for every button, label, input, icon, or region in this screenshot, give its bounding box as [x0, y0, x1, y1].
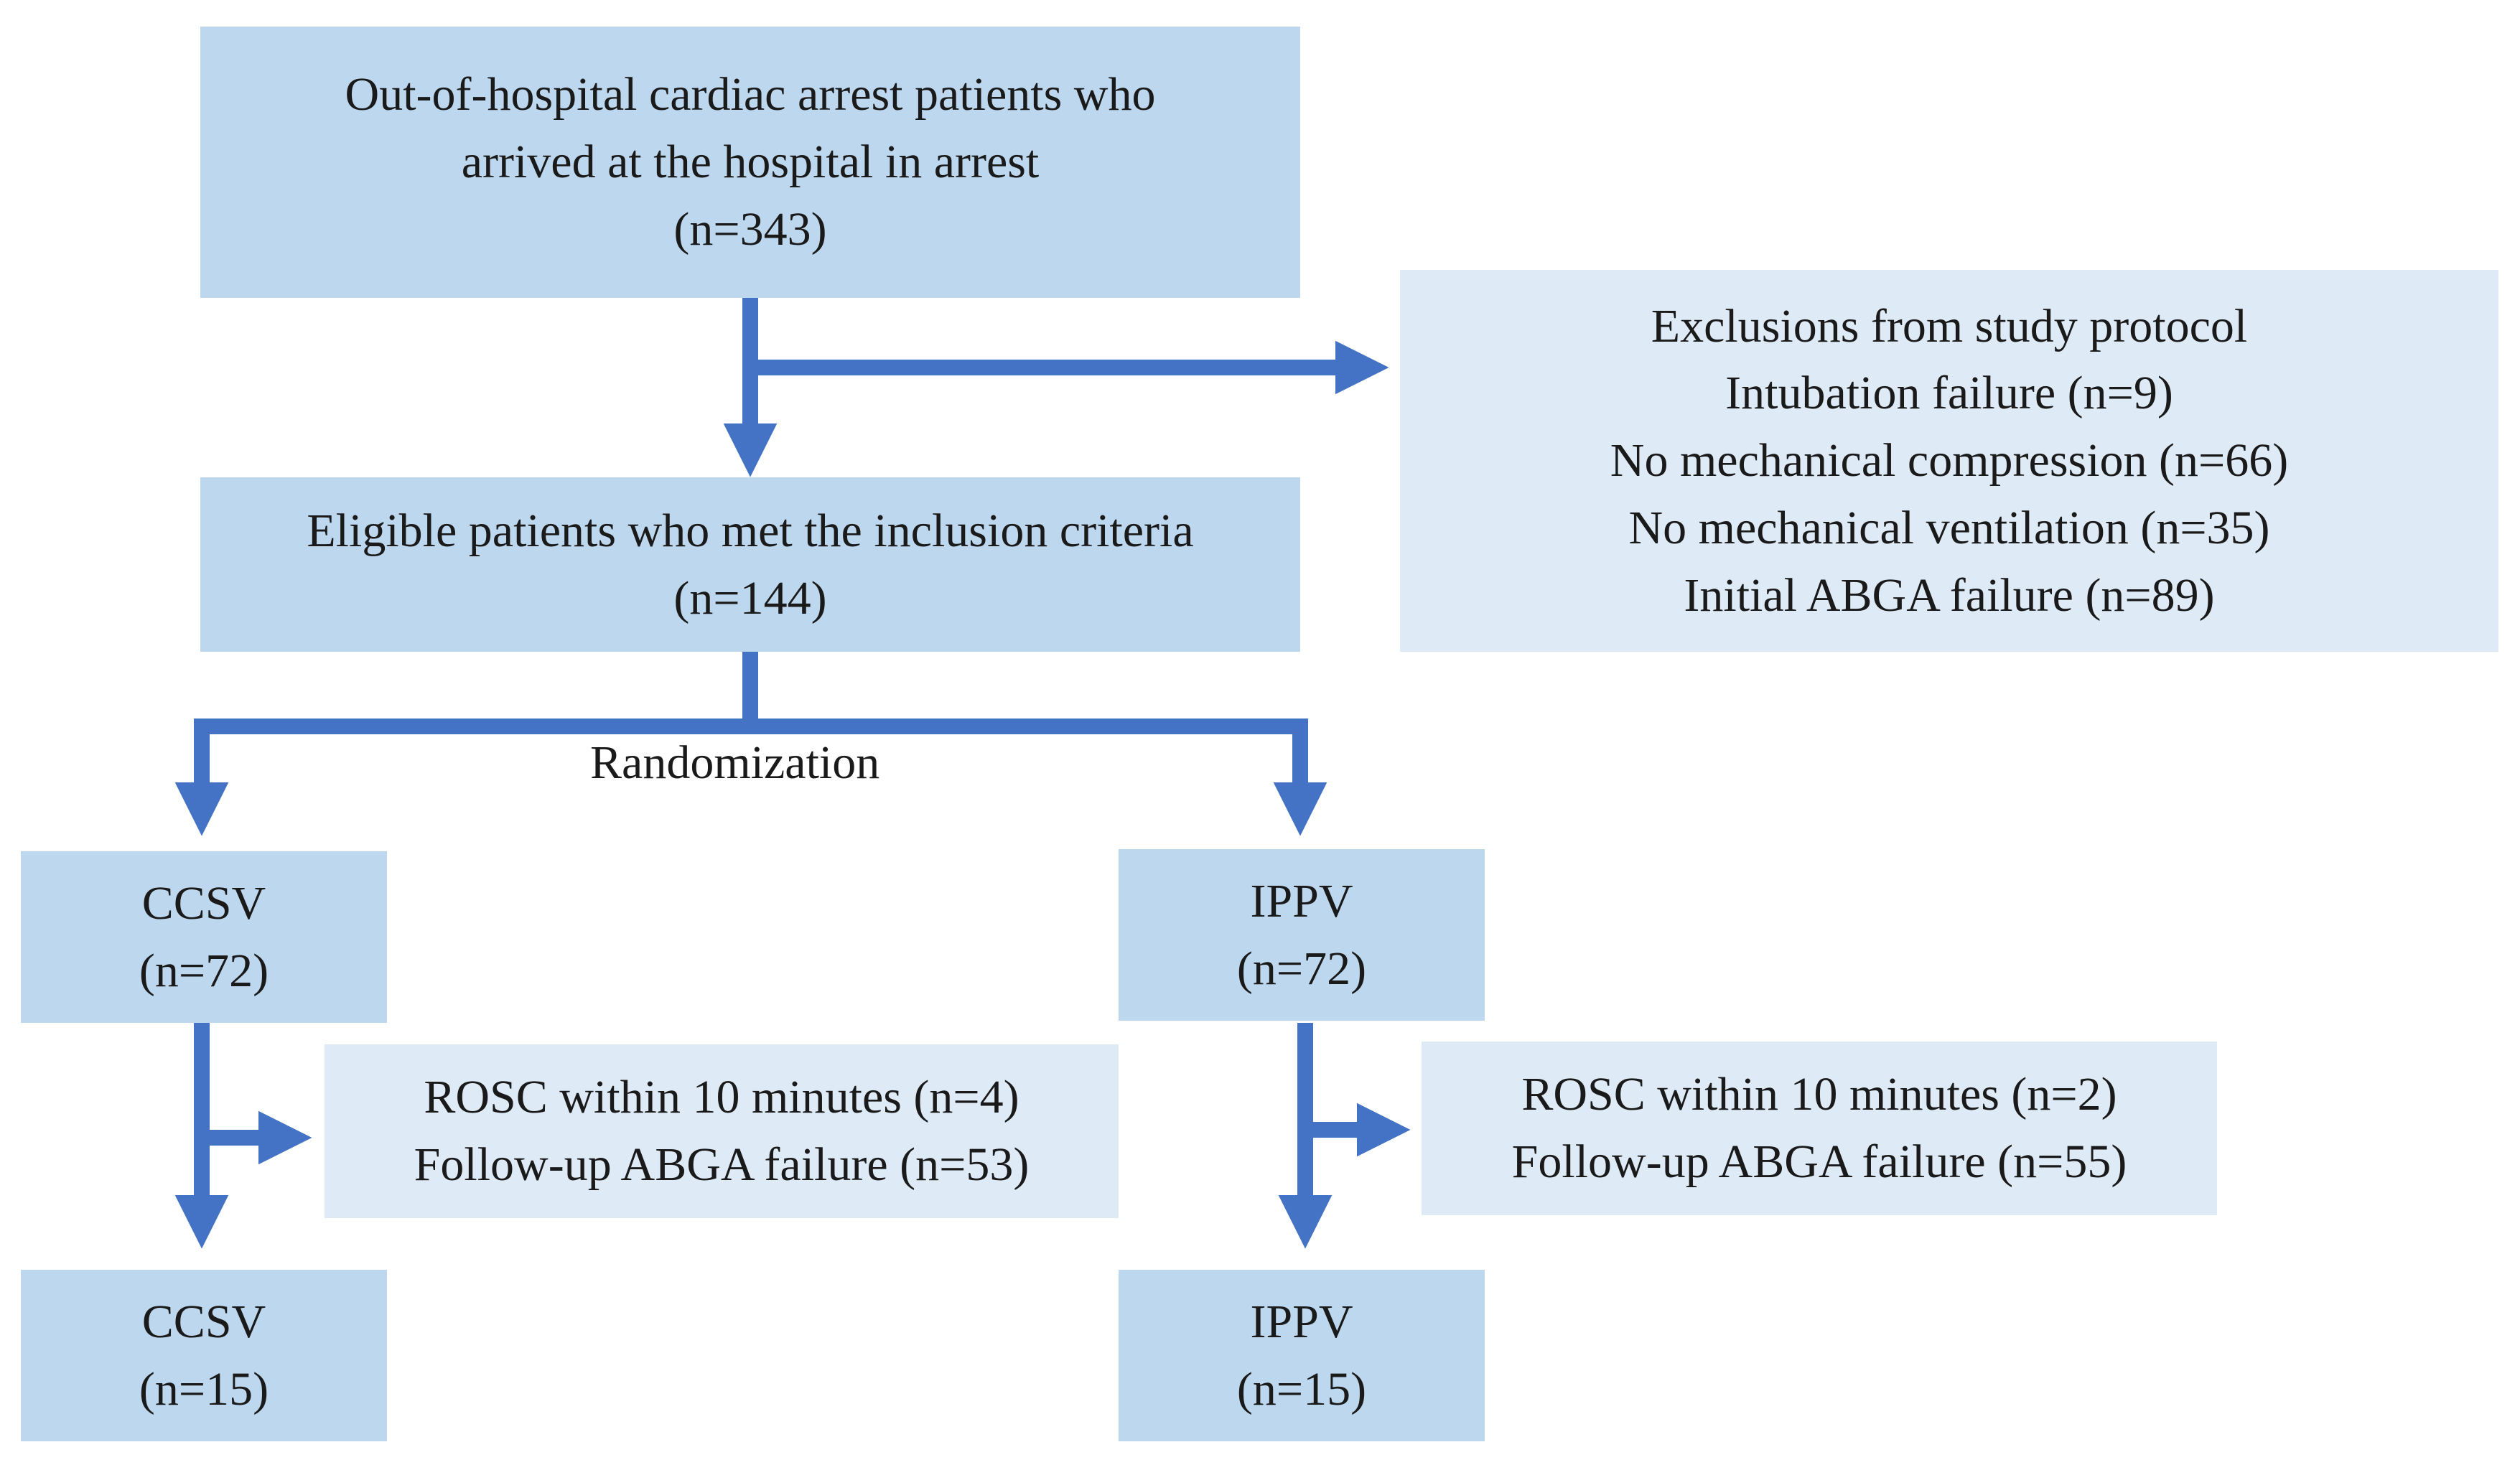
ippv-initial-box: IPPV (n=72) — [1119, 849, 1485, 1021]
ccsv-rosc: ROSC within 10 minutes (n=4) — [424, 1071, 1019, 1124]
ccsv-initial-box: CCSV (n=72) — [21, 851, 387, 1023]
ippv-initial-label: IPPV — [1250, 874, 1353, 927]
ohca-line-2: arrived at the hospital in arrest — [461, 136, 1040, 189]
ippv-rosc: ROSC within 10 minutes (n=2) — [1521, 1068, 2117, 1121]
ippv-final-label: IPPV — [1250, 1295, 1353, 1348]
exclusion-ventilation: No mechanical ventilation (n=35) — [1628, 501, 2270, 554]
ccsv-final-label: CCSV — [141, 1295, 266, 1348]
exclusions-box: Exclusions from study protocol Intubatio… — [1400, 270, 2498, 652]
ohca-count: (n=343) — [673, 202, 827, 256]
exclusion-abga: Initial ABGA failure (n=89) — [1684, 568, 2215, 622]
eligible-box: Eligible patients who met the inclusion … — [200, 477, 1300, 652]
eligible-count: (n=144) — [673, 571, 827, 624]
ccsv-final-count: (n=15) — [139, 1362, 269, 1415]
ohca-line-1: Out-of-hospital cardiac arrest patients … — [345, 68, 1156, 121]
ohca-box: Out-of-hospital cardiac arrest patients … — [200, 27, 1300, 298]
exclusion-compression: No mechanical compression (n=66) — [1610, 434, 2289, 487]
randomization-label: Randomization — [590, 736, 880, 789]
ippv-excluded-box: ROSC within 10 minutes (n=2) Follow-up A… — [1422, 1042, 2217, 1215]
ippv-followup-failure: Follow-up ABGA failure (n=55) — [1511, 1136, 2127, 1188]
exclusion-intubation: Intubation failure (n=9) — [1725, 367, 2173, 420]
ippv-initial-count: (n=72) — [1236, 942, 1367, 995]
exclusions-title: Exclusions from study protocol — [1651, 299, 2248, 352]
ippv-final-box: IPPV (n=15) — [1119, 1270, 1485, 1441]
ippv-final-count: (n=15) — [1236, 1362, 1367, 1415]
ccsv-initial-count: (n=72) — [139, 944, 269, 997]
ccsv-followup-failure: Follow-up ABGA failure (n=53) — [414, 1138, 1030, 1191]
ccsv-excluded-box: ROSC within 10 minutes (n=4) Follow-up A… — [325, 1044, 1119, 1218]
ccsv-initial-label: CCSV — [141, 876, 266, 930]
ccsv-final-box: CCSV (n=15) — [21, 1270, 387, 1441]
eligible-line-1: Eligible patients who met the inclusion … — [307, 504, 1194, 557]
